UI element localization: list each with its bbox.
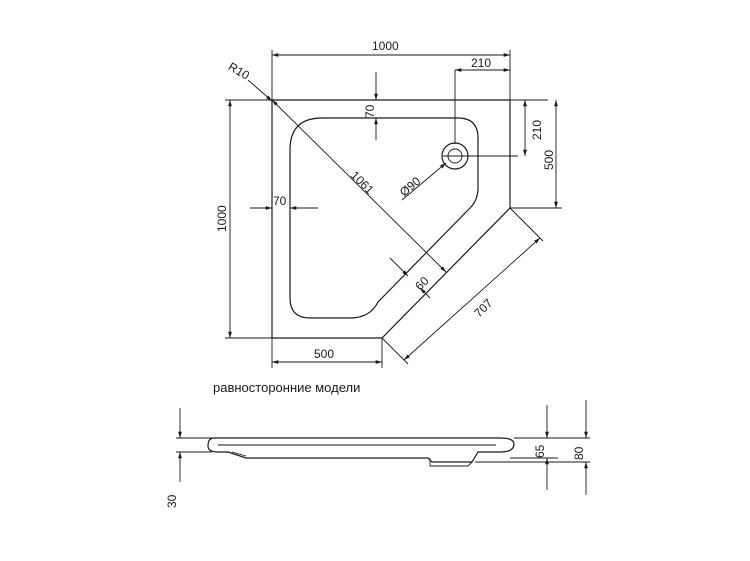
dim-diagonal-edge-label: 707: [471, 296, 495, 320]
dim-foot-height: 30: [165, 408, 182, 508]
dim-tray-depth-inner: 65: [533, 405, 549, 490]
dim-tray-height: 80: [572, 400, 588, 495]
dim-side-right-label: 500: [542, 150, 556, 170]
dim-side-right: 500: [510, 100, 562, 209]
dim-drain-offset-y: 210: [510, 99, 548, 156]
dim-rim-diagonal: 60: [389, 257, 432, 299]
dim-height-left-label: 1000: [215, 205, 229, 232]
dim-rim-top: 70: [363, 72, 378, 140]
caption: равносторонние модели: [213, 380, 360, 395]
dim-bottom-straight-label: 500: [314, 347, 334, 361]
dim-drain-offset-x: 210: [455, 56, 510, 72]
dim-tray-depth-inner-label: 65: [533, 444, 547, 458]
dim-tray-height-label: 80: [572, 446, 586, 460]
tray-inner-basin: [289, 117, 479, 319]
dim-drain-diameter: Ø90: [397, 162, 447, 201]
dim-bottom-straight: 500: [271, 338, 383, 368]
dim-rim-left: 70: [250, 194, 318, 210]
dim-drain-diameter-label: Ø90: [397, 174, 424, 200]
dim-diagonal-label: 1061: [348, 168, 377, 197]
dim-drain-offset-y-label: 210: [530, 120, 544, 140]
drain-icon: [441, 70, 518, 170]
dim-radius: R10: [226, 59, 273, 102]
dim-rim-top-label: 70: [363, 104, 377, 118]
dim-rim-left-label: 70: [273, 194, 287, 208]
dim-drain-offset-x-label: 210: [471, 56, 491, 70]
dim-radius-label: R10: [226, 59, 252, 82]
dim-width-top: 1000: [271, 39, 511, 100]
dim-diagonal-edge: 707: [381, 207, 544, 365]
dim-width-top-label: 1000: [372, 39, 399, 53]
dim-foot-height-label: 30: [165, 494, 179, 508]
tray-side-profile: [207, 437, 515, 467]
dim-height-left: 1000: [215, 99, 272, 339]
